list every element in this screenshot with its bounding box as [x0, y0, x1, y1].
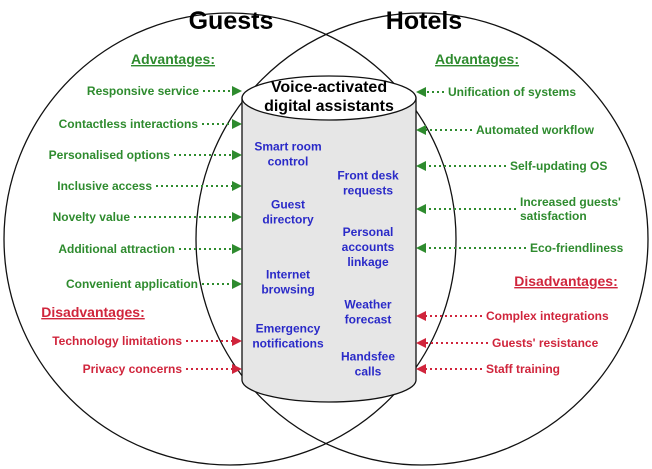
guests-advantage-inclusive-access: Inclusive access: [57, 179, 152, 193]
guests-advantage-additional-attraction: Additional attraction: [58, 242, 175, 256]
guests-title: Guests: [189, 7, 274, 35]
hotels-advantage-self-updating-os: Self-updating OS: [510, 159, 607, 173]
hotels-advantage-eco-friendliness: Eco-friendliness: [530, 241, 624, 255]
guests-circle: [3, 12, 457, 466]
cylinder-title-line1: Voice-activated: [271, 79, 387, 96]
hotels-advantage-automated-workflow: Automated workflow: [476, 123, 595, 137]
hotels-advantages-title: Advantages:: [435, 51, 519, 67]
hotels-circle: [195, 12, 649, 466]
guests-advantage-contactless-interactions: Contactless interactions: [59, 117, 199, 131]
hotels-disadvantage-guests-resistance: Guests' resistance: [492, 336, 599, 350]
guests-disadvantages-title: Disadvantages:: [41, 304, 144, 320]
guests-advantage-responsive-service: Responsive service: [87, 84, 199, 98]
guests-advantage-personalised-options: Personalised options: [49, 148, 171, 162]
cylinder-body: [241, 97, 417, 403]
cylinder: Voice-activated digital assistants: [241, 75, 417, 403]
guests-advantages-title: Advantages:: [131, 51, 215, 67]
guests-disadvantage-privacy-concerns: Privacy concerns: [83, 362, 183, 376]
hotels-disadvantage-staff-training: Staff training: [486, 362, 560, 376]
cylinder-title-line2: digital assistants: [264, 98, 394, 115]
guests-advantage-novelty-value: Novelty value: [53, 210, 131, 224]
hotels-title: Hotels: [386, 7, 462, 35]
hotels-advantage-increased-guests-satisfaction: Increased guests'satisfaction: [520, 195, 621, 223]
cylinder-top: [241, 75, 417, 121]
guests-advantage-convenient-application: Convenient application: [66, 277, 198, 291]
guests-disadvantage-technology-limitations: Technology limitations: [52, 334, 182, 348]
hotels-disadvantages-title: Disadvantages:: [514, 273, 617, 289]
hotels-advantage-unification-of-systems: Unification of systems: [448, 85, 576, 99]
hotels-disadvantage-complex-integrations: Complex integrations: [486, 309, 609, 323]
